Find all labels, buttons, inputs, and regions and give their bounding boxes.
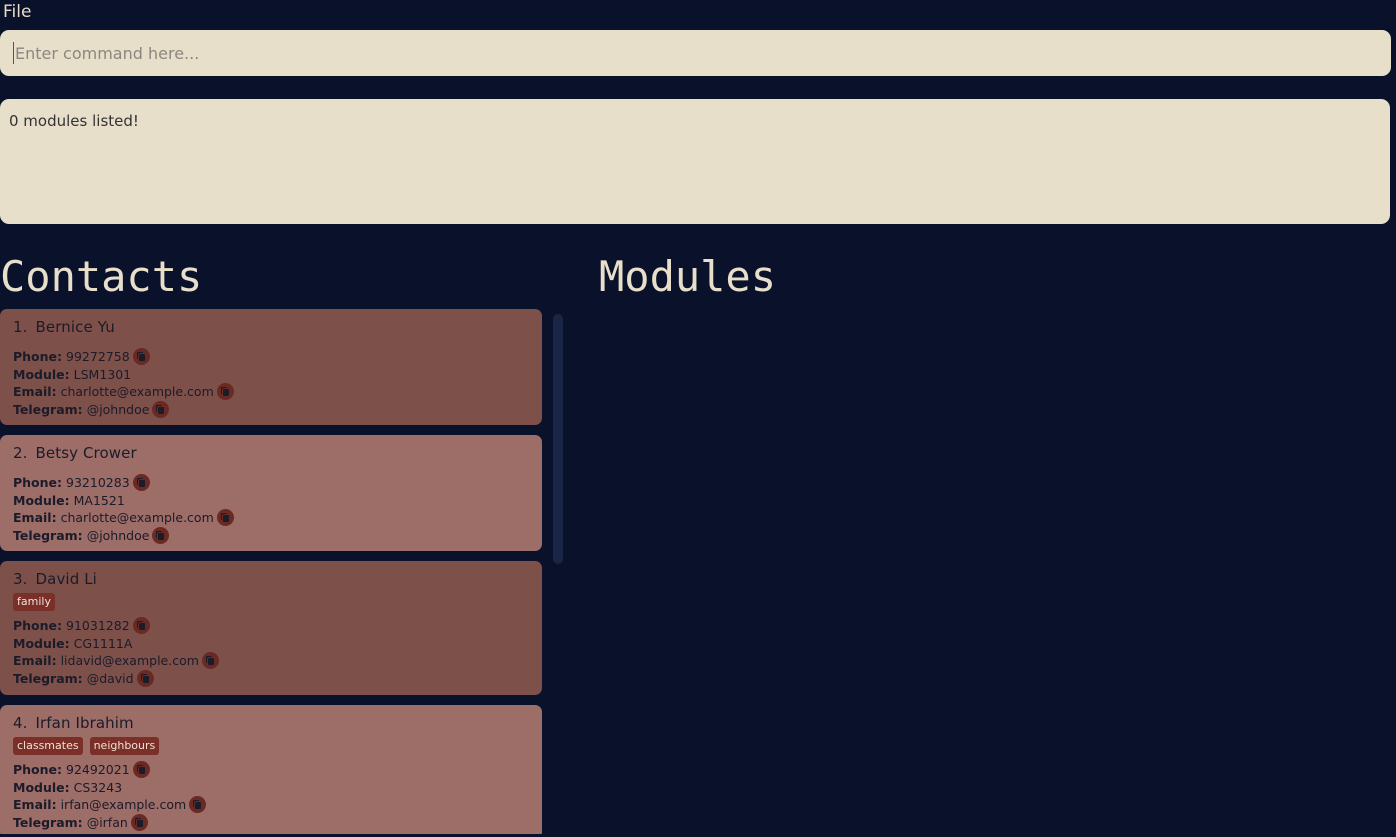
contact-name: David Li — [35, 570, 97, 588]
copy-icon[interactable] — [130, 814, 148, 832]
module-field: Module:MA1521 — [13, 492, 529, 510]
email-field: Email:charlotte@example.com — [13, 383, 529, 401]
tag-classmates: classmates — [13, 737, 83, 755]
copy-icon[interactable] — [152, 527, 170, 545]
contact-card[interactable]: 1. Bernice Yu Phone:99272758 Module:LSM13… — [0, 309, 542, 425]
copy-icon[interactable] — [132, 617, 150, 635]
menu-file[interactable]: File — [3, 2, 32, 22]
email-value: charlotte@example.com — [60, 510, 214, 526]
contact-name-row: 2. Betsy Crower — [13, 444, 529, 462]
phone-label: Phone: — [13, 475, 63, 490]
copy-icon[interactable] — [132, 348, 150, 366]
copy-icon[interactable] — [189, 796, 207, 814]
command-box — [0, 30, 1391, 76]
email-label: Email: — [13, 653, 57, 669]
copy-icon[interactable] — [201, 652, 219, 670]
email-value: irfan@example.com — [60, 797, 187, 813]
module-field: Module:CS3243 — [13, 779, 529, 797]
menu-bar: File — [0, 0, 1396, 24]
copy-icon[interactable] — [132, 761, 150, 779]
email-value: charlotte@example.com — [60, 384, 214, 400]
module-list — [599, 309, 1389, 834]
phone-field: Phone:99272758 — [13, 348, 529, 366]
telegram-label: Telegram: — [13, 814, 83, 830]
telegram-label: Telegram: — [13, 670, 83, 686]
phone-value: 93210283 — [66, 475, 130, 490]
result-text: 0 modules listed! — [9, 112, 139, 130]
command-input[interactable] — [13, 42, 1391, 64]
telegram-label: Telegram: — [13, 401, 83, 417]
tag-list: classmates neighbours — [13, 737, 529, 755]
telegram-field: Telegram:@johndoe — [13, 527, 529, 545]
module-field: Module:LSM1301 — [13, 366, 529, 384]
module-label: Module: — [13, 492, 70, 508]
phone-field: Phone:92492021 — [13, 761, 529, 779]
telegram-field: Telegram:@irfan — [13, 814, 529, 832]
module-value: MA1521 — [73, 492, 125, 508]
email-field: Email:irfan@example.com — [13, 796, 529, 814]
contact-name-row: 3. David Li — [13, 570, 529, 588]
contact-name: Irfan Ibrahim — [35, 714, 134, 732]
phone-value: 99272758 — [66, 349, 130, 364]
email-label: Email: — [13, 510, 57, 526]
module-label: Module: — [13, 366, 70, 382]
copy-icon[interactable] — [152, 401, 170, 419]
phone-value: 92492021 — [66, 762, 130, 777]
contact-card[interactable]: 4. Irfan Ibrahim classmates neighbours Ph… — [0, 705, 542, 834]
telegram-field: Telegram:@david — [13, 670, 529, 688]
module-value: LSM1301 — [73, 366, 132, 382]
phone-label: Phone: — [13, 618, 63, 633]
contact-index: 3. — [13, 570, 28, 588]
contact-name: Bernice Yu — [35, 318, 115, 336]
module-value: CS3243 — [73, 779, 123, 795]
tag-family: family — [13, 593, 55, 611]
telegram-label: Telegram: — [13, 527, 83, 543]
contact-card[interactable]: 2. Betsy Crower Phone:93210283 Module:MA1… — [0, 435, 542, 551]
email-label: Email: — [13, 384, 57, 400]
modules-title: Modules — [599, 252, 777, 301]
telegram-field: Telegram:@johndoe — [13, 401, 529, 419]
contact-name-row: 4. Irfan Ibrahim — [13, 714, 529, 732]
contact-list-scrollbar[interactable] — [553, 314, 563, 564]
contact-card[interactable]: 3. David Li family Phone:91031282 Module:… — [0, 561, 542, 695]
email-field: Email:lidavid@example.com — [13, 652, 529, 670]
email-label: Email: — [13, 797, 57, 813]
contact-index: 1. — [13, 318, 28, 336]
module-value: CG1111A — [73, 635, 133, 651]
telegram-value: @irfan — [86, 814, 128, 830]
telegram-value: @johndoe — [86, 401, 150, 417]
contact-index: 4. — [13, 714, 28, 732]
result-display: 0 modules listed! — [0, 99, 1390, 224]
contact-name-row: 1. Bernice Yu — [13, 318, 529, 336]
tag-neighbours: neighbours — [89, 737, 160, 755]
phone-field: Phone:91031282 — [13, 617, 529, 635]
contact-name: Betsy Crower — [35, 444, 137, 462]
telegram-value: @johndoe — [86, 527, 150, 543]
phone-label: Phone: — [13, 349, 63, 364]
module-label: Module: — [13, 779, 70, 795]
copy-icon[interactable] — [136, 670, 154, 688]
phone-label: Phone: — [13, 762, 63, 777]
contacts-title: Contacts — [0, 252, 203, 301]
copy-icon[interactable] — [216, 509, 234, 527]
module-field: Module:CG1111A — [13, 635, 529, 653]
contact-list[interactable]: 1.Bernice Yu Phone:99272758 Module:LSM13… — [0, 309, 542, 834]
phone-value: 91031282 — [66, 618, 130, 633]
contact-index: 2. — [13, 444, 28, 462]
copy-icon[interactable] — [132, 474, 150, 492]
email-field: Email:charlotte@example.com — [13, 509, 529, 527]
phone-field: Phone:93210283 — [13, 474, 529, 492]
telegram-value: @david — [86, 670, 134, 686]
module-label: Module: — [13, 635, 70, 651]
tag-list: family — [13, 593, 529, 611]
email-value: lidavid@example.com — [60, 653, 199, 669]
copy-icon[interactable] — [216, 383, 234, 401]
